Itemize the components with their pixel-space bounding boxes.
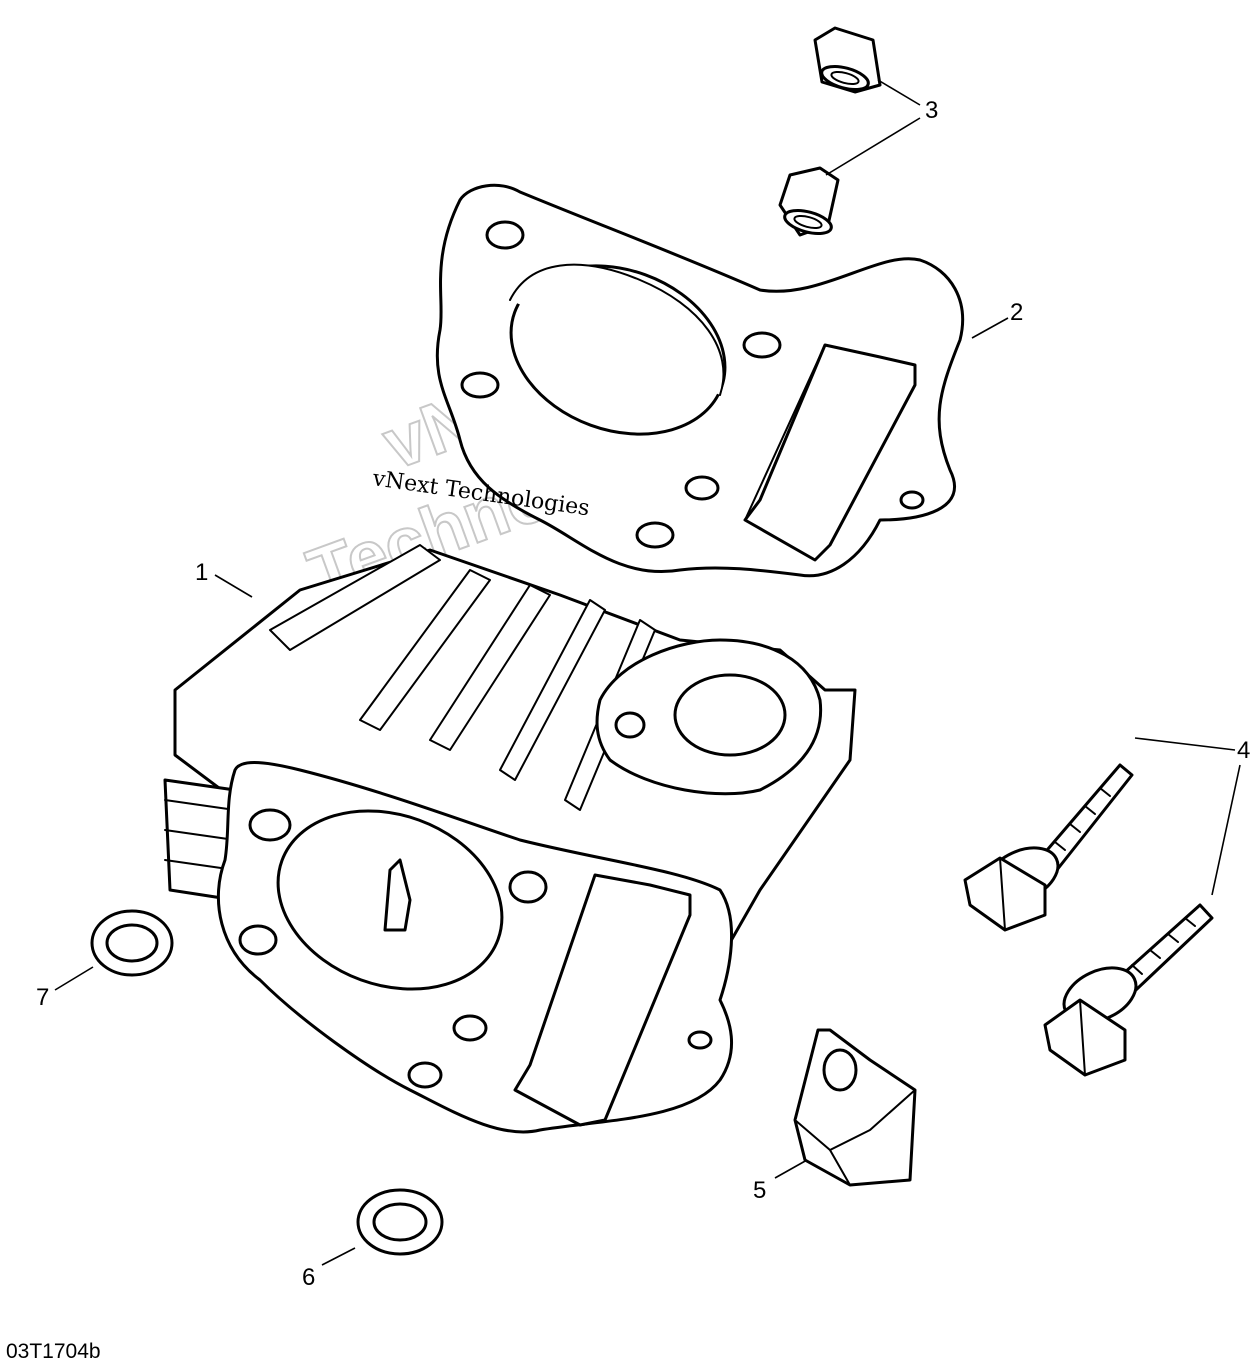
leader-4a <box>1134 737 1236 751</box>
leader-3b <box>825 117 921 176</box>
dowel-sleeve-top <box>813 26 882 94</box>
callouts: 1 2 3 4 5 6 7 <box>36 97 1250 1291</box>
callout-1: 1 <box>195 559 208 586</box>
part-5-chain-guide <box>793 1028 917 1187</box>
callout-6: 6 <box>302 1264 315 1291</box>
leader-lines <box>54 79 1241 1266</box>
leader-5 <box>774 1159 808 1179</box>
bolt-lower <box>1043 903 1214 1077</box>
callout-4: 4 <box>1237 737 1250 764</box>
leader-4b <box>1211 764 1241 896</box>
part-4-bolts <box>963 763 1214 1077</box>
dowel-sleeve-bottom <box>778 166 840 237</box>
callout-7: 7 <box>36 984 49 1011</box>
leader-3a <box>877 79 921 106</box>
leader-1 <box>214 574 253 598</box>
leader-7 <box>54 966 94 991</box>
figure-code: 03T1704b <box>6 1340 101 1363</box>
callout-5: 5 <box>753 1177 766 1204</box>
part-3-dowel-sleeves <box>778 26 882 237</box>
part-7-seal <box>90 909 174 977</box>
part-6-seal <box>356 1188 444 1256</box>
part-1-cylinder <box>163 544 857 1134</box>
callout-3: 3 <box>925 97 938 124</box>
part-2-gasket <box>435 183 965 578</box>
bolt-upper <box>963 763 1134 932</box>
leader-2 <box>971 317 1009 339</box>
callout-2: 2 <box>1010 299 1023 326</box>
leader-6 <box>321 1247 356 1266</box>
